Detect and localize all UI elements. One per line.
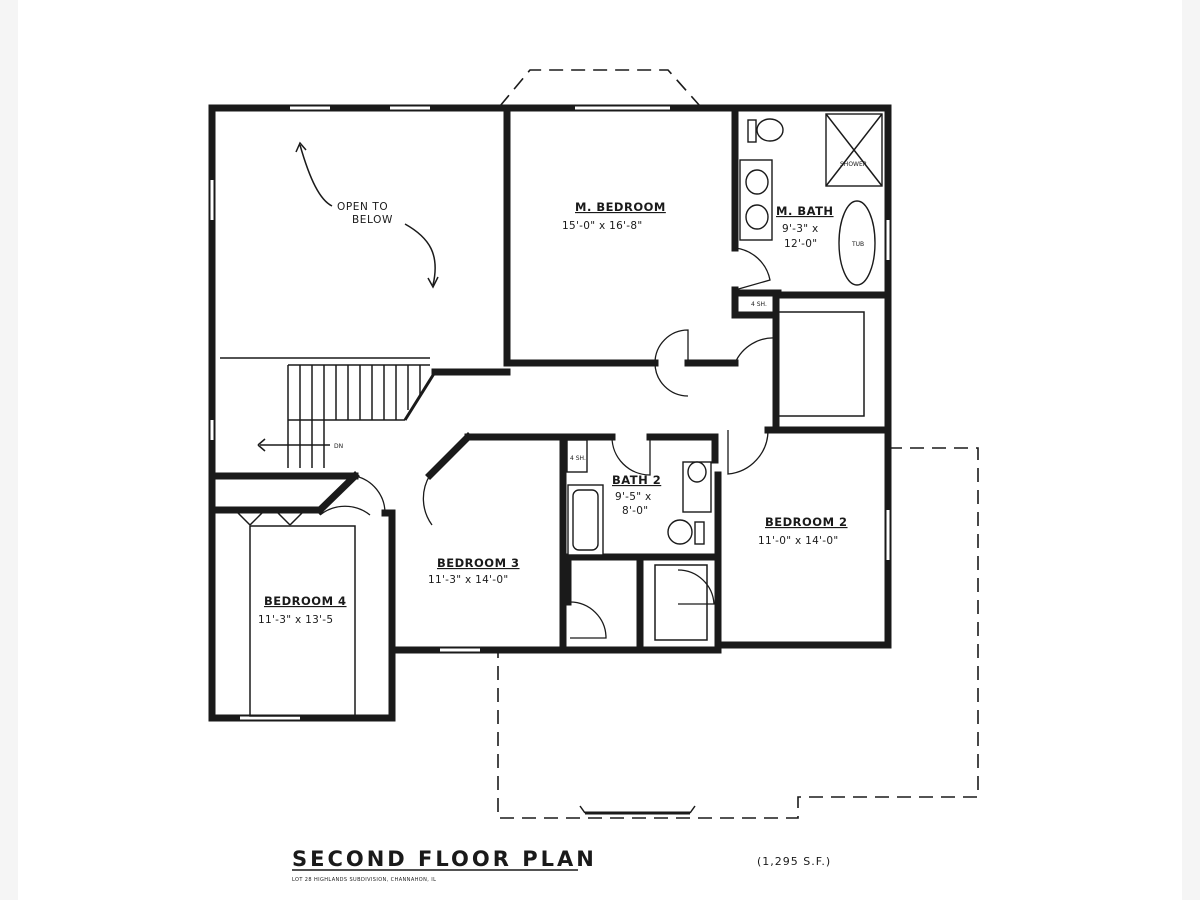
open-arrow-head-top: [295, 141, 307, 153]
master-bath-dims-1: 9'-3" x: [782, 223, 819, 235]
master-bedroom-name: M. BEDROOM: [575, 200, 666, 214]
interior-walls: [208, 108, 892, 654]
bedroom-4-dims: 11'-3" x 13'-5: [258, 614, 333, 626]
shower-label: SHOWER: [840, 161, 867, 168]
plan-title: SECOND FLOOR PLAN: [292, 847, 597, 871]
bath-2-fixtures: [566, 439, 712, 556]
tub-label: TUB: [851, 241, 864, 248]
right-margin: [1182, 0, 1200, 900]
bay-window-outline: [499, 69, 701, 107]
linen-closet-label-1: 4 SH.: [751, 301, 767, 308]
bedroom-3-dims: 11'-3" x 14'-0": [428, 574, 508, 586]
staircase: [220, 357, 430, 468]
master-bath-name: M. BATH: [776, 204, 834, 218]
open-to-below-line-1: OPEN TO: [337, 201, 388, 213]
master-bedroom-dims: 15'-0" x 16'-8": [562, 220, 642, 232]
door-swings: [237, 247, 778, 639]
exterior-walls: [208, 104, 892, 722]
bath-2-dims-1: 9'-5" x: [615, 491, 652, 503]
porch-outline: [497, 447, 979, 819]
bath-2-dims-2: 8'-0": [622, 505, 648, 517]
open-to-below-line-2: BELOW: [352, 214, 393, 226]
master-bath-dims-2: 12'-0": [784, 238, 817, 250]
plan-subtitle: LOT 28 HIGHLANDS SUBDIVISION, CHANNAHON,…: [292, 877, 436, 883]
bedroom-4-name: BEDROOM 4: [264, 594, 347, 608]
porch-step: [579, 805, 696, 815]
stair-direction-label: DN: [334, 443, 343, 450]
bath-2-name: BATH 2: [612, 473, 661, 487]
bedroom-2-dims: 11'-0" x 14'-0": [758, 535, 838, 547]
master-bath-fixtures: [739, 113, 883, 286]
closets: [249, 311, 865, 717]
linen-closet-label-2: 4 SH.: [570, 455, 586, 462]
left-margin: [0, 0, 18, 900]
open-arrow-head-bottom: [427, 276, 439, 289]
bedroom-3-name: BEDROOM 3: [437, 556, 520, 570]
plan-area: (1,295 S.F.): [757, 855, 831, 868]
bedroom-2-name: BEDROOM 2: [765, 515, 848, 529]
windows: [210, 106, 890, 720]
open-to-below-arrow: [299, 144, 436, 286]
